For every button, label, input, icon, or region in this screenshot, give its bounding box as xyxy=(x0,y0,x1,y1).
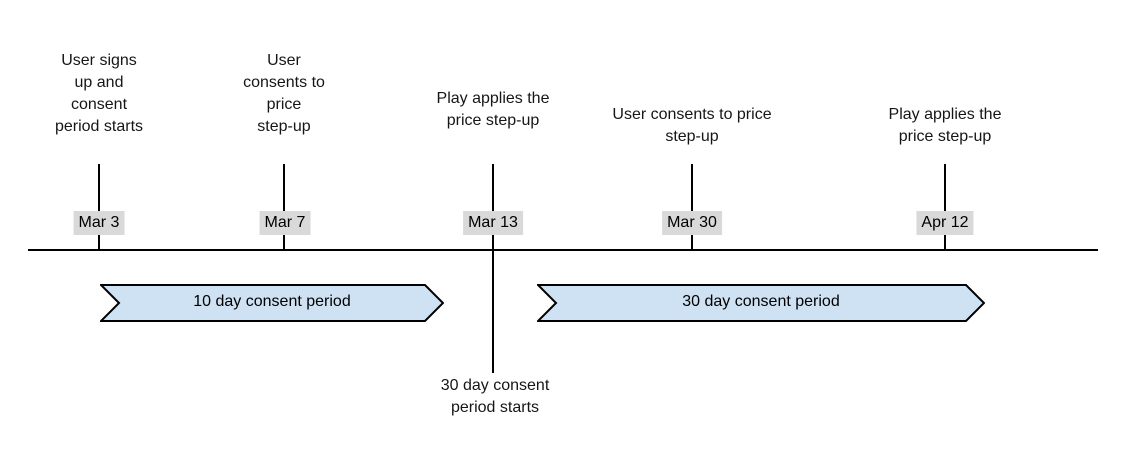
tick-line-mar-13-extended xyxy=(492,164,494,373)
event-caption-consent-1: User consents to price step-up xyxy=(243,52,325,135)
tick-line-mar-7 xyxy=(283,164,285,250)
date-badge-mar-30: Mar 30 xyxy=(662,211,722,235)
banner-label: 30 day consent period xyxy=(682,293,840,310)
tick-line-mar-30 xyxy=(691,164,693,250)
date-badge-mar-13: Mar 13 xyxy=(463,211,523,235)
date-badge-mar-3: Mar 3 xyxy=(73,211,125,235)
ribbon-arrow-shape xyxy=(100,284,444,322)
timeline-axis xyxy=(28,249,1098,251)
event-caption-consent-2: User consents to price step-up xyxy=(612,106,772,145)
event-caption-apply-2: Play applies the price step-up xyxy=(888,106,1002,145)
tick-line-apr-12 xyxy=(944,164,946,250)
date-badge-mar-7: Mar 7 xyxy=(259,211,311,235)
event-caption-signup: User signs up and consent period starts xyxy=(54,52,144,135)
date-badge-apr-12: Apr 12 xyxy=(916,211,974,235)
ribbon-arrow-shape xyxy=(537,284,985,322)
event-caption-apply-1: Play applies the price step-up xyxy=(436,90,550,129)
tick-line-mar-3 xyxy=(98,164,100,250)
banner-label: 10 day consent period xyxy=(193,293,351,310)
banner-10-day-consent-period: 10 day consent period xyxy=(100,283,444,323)
banner-30-day-consent-period: 30 day consent period xyxy=(537,283,985,323)
note-30-day-consent-period-starts: 30 day consent period starts xyxy=(440,377,550,416)
